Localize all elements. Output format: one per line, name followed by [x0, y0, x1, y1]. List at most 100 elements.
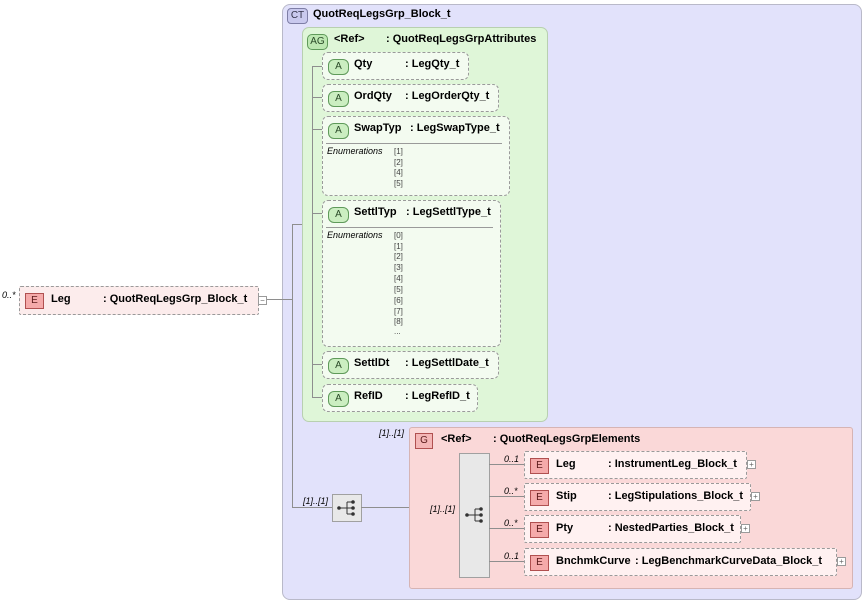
enum-value: [4] — [394, 168, 403, 177]
attribute-name: SettlDt — [354, 357, 390, 369]
connector-line — [267, 299, 292, 300]
element-type: : InstrumentLeg_Block_t — [608, 458, 737, 470]
enum-value: [5] — [394, 179, 403, 188]
element-name: Pty — [556, 522, 574, 534]
attribute-name: SwapTyp — [354, 122, 402, 134]
element-type: : LegBenchmarkCurveData_Block_t — [635, 555, 823, 567]
expand-toggle[interactable]: + — [741, 524, 750, 533]
enum-value: [0] — [394, 231, 403, 240]
complex-type-name: QuotReqLegsGrp_Block_t — [313, 8, 451, 20]
enum-value: [2] — [394, 252, 403, 261]
complex-type-badge: CT — [287, 8, 308, 24]
group-ref: <Ref> — [441, 433, 472, 445]
connector-line — [489, 528, 524, 529]
element-name: BnchmkCurve — [556, 555, 631, 567]
attribute-connector — [312, 213, 322, 214]
attribute-badge: A — [328, 91, 349, 107]
connector-line — [292, 507, 332, 508]
enum-value: [7] — [394, 307, 403, 316]
connector-line — [489, 464, 524, 465]
element-badge: E — [530, 522, 549, 538]
enum-value: [1] — [394, 147, 403, 156]
element-cardinality: 0..1 — [504, 454, 520, 464]
enum-divider — [326, 143, 502, 144]
element-name: Leg — [556, 458, 576, 470]
attribute-swaptyp[interactable]: A SwapTyp : LegSwapType_t Enumerations [… — [322, 116, 510, 196]
attribute-name: OrdQty — [354, 90, 392, 102]
element-badge: E — [530, 555, 549, 571]
enumerations-label: Enumerations — [327, 146, 383, 156]
enum-value: [2] — [394, 158, 403, 167]
element-type: : LegStipulations_Block_t — [608, 490, 744, 502]
element-badge: E — [25, 293, 44, 309]
attribute-connector — [312, 397, 322, 398]
element-bnchmkcurve[interactable]: E BnchmkCurve : LegBenchmarkCurveData_Bl… — [524, 548, 837, 576]
attribute-badge: A — [328, 207, 349, 223]
enum-value: [4] — [394, 274, 403, 283]
attribute-connector — [312, 129, 322, 130]
attribute-ordqty[interactable]: A OrdQty : LegOrderQty_t — [322, 84, 499, 112]
enum-value: ... — [394, 327, 401, 336]
attribute-qty[interactable]: A Qty : LegQty_t — [322, 52, 469, 80]
element-leg[interactable]: E Leg : InstrumentLeg_Block_t — [524, 451, 747, 479]
attribute-group-ref: <Ref> — [334, 33, 365, 45]
element-type: : NestedParties_Block_t — [608, 522, 734, 534]
enum-value: [8] — [394, 317, 403, 326]
attribute-settldt[interactable]: A SettlDt : LegSettlDate_t — [322, 351, 499, 379]
enum-divider — [326, 227, 493, 228]
attribute-badge: A — [328, 123, 349, 139]
connector-line — [489, 496, 524, 497]
attribute-name: SettlTyp — [354, 206, 397, 218]
attribute-group-badge: AG — [307, 34, 328, 50]
attribute-connector — [312, 66, 322, 67]
outer-sequence-cardinality: [1]..[1] — [303, 496, 329, 506]
enum-value: [6] — [394, 296, 403, 305]
sequence-icon — [337, 500, 355, 516]
outer-sequence-compositor[interactable] — [332, 494, 362, 522]
element-cardinality: 0..* — [504, 486, 518, 496]
attribute-badge: A — [328, 358, 349, 374]
enum-value: [5] — [394, 285, 403, 294]
root-element-name: Leg — [51, 293, 71, 305]
attribute-group-name: : QuotReqLegsGrpAttributes — [386, 33, 537, 45]
connector-line — [489, 561, 524, 562]
attribute-type: : LegSettlDate_t — [405, 357, 489, 369]
group-badge: G — [415, 433, 433, 449]
attribute-name: RefID — [354, 390, 383, 402]
attribute-type: : LegRefID_t — [405, 390, 470, 402]
inner-sequence-compositor[interactable] — [459, 453, 490, 578]
element-badge: E — [530, 458, 549, 474]
inner-sequence-cardinality: [1]..[1] — [430, 504, 456, 514]
attribute-connector — [312, 364, 322, 365]
connector-line — [292, 224, 302, 225]
enum-value: [1] — [394, 242, 403, 251]
root-element-leg[interactable]: E Leg : QuotReqLegsGrp_Block_t — [19, 286, 259, 315]
root-element-cardinality: 0..* — [2, 290, 16, 300]
expand-toggle[interactable]: + — [751, 492, 760, 501]
element-stip[interactable]: E Stip : LegStipulations_Block_t — [524, 483, 751, 511]
expand-toggle[interactable]: + — [747, 460, 756, 469]
expand-toggle[interactable]: + — [837, 557, 846, 566]
element-name: Stip — [556, 490, 577, 502]
attribute-connector — [312, 66, 313, 398]
attribute-name: Qty — [354, 58, 373, 70]
attribute-type: : LegQty_t — [405, 58, 460, 70]
enum-value: [3] — [394, 263, 403, 272]
attribute-badge: A — [328, 59, 349, 75]
group-name: : QuotReqLegsGrpElements — [493, 433, 641, 445]
root-element-type: : QuotReqLegsGrp_Block_t — [103, 293, 248, 305]
element-pty[interactable]: E Pty : NestedParties_Block_t — [524, 515, 741, 543]
attribute-type: : LegSettlType_t — [406, 206, 491, 218]
enumerations-label: Enumerations — [327, 230, 383, 240]
attribute-badge: A — [328, 391, 349, 407]
element-cardinality: 0..* — [504, 518, 518, 528]
collapse-toggle[interactable]: − — [258, 296, 267, 305]
attribute-connector — [312, 97, 322, 98]
element-cardinality: 0..1 — [504, 551, 520, 561]
element-badge: E — [530, 490, 549, 506]
attribute-type: : LegSwapType_t — [410, 122, 500, 134]
attribute-refid[interactable]: A RefID : LegRefID_t — [322, 384, 478, 412]
group-cardinality: [1]..[1] — [379, 428, 405, 438]
attribute-settltyp[interactable]: A SettlTyp : LegSettlType_t Enumerations… — [322, 200, 501, 347]
connector-line — [292, 224, 293, 508]
